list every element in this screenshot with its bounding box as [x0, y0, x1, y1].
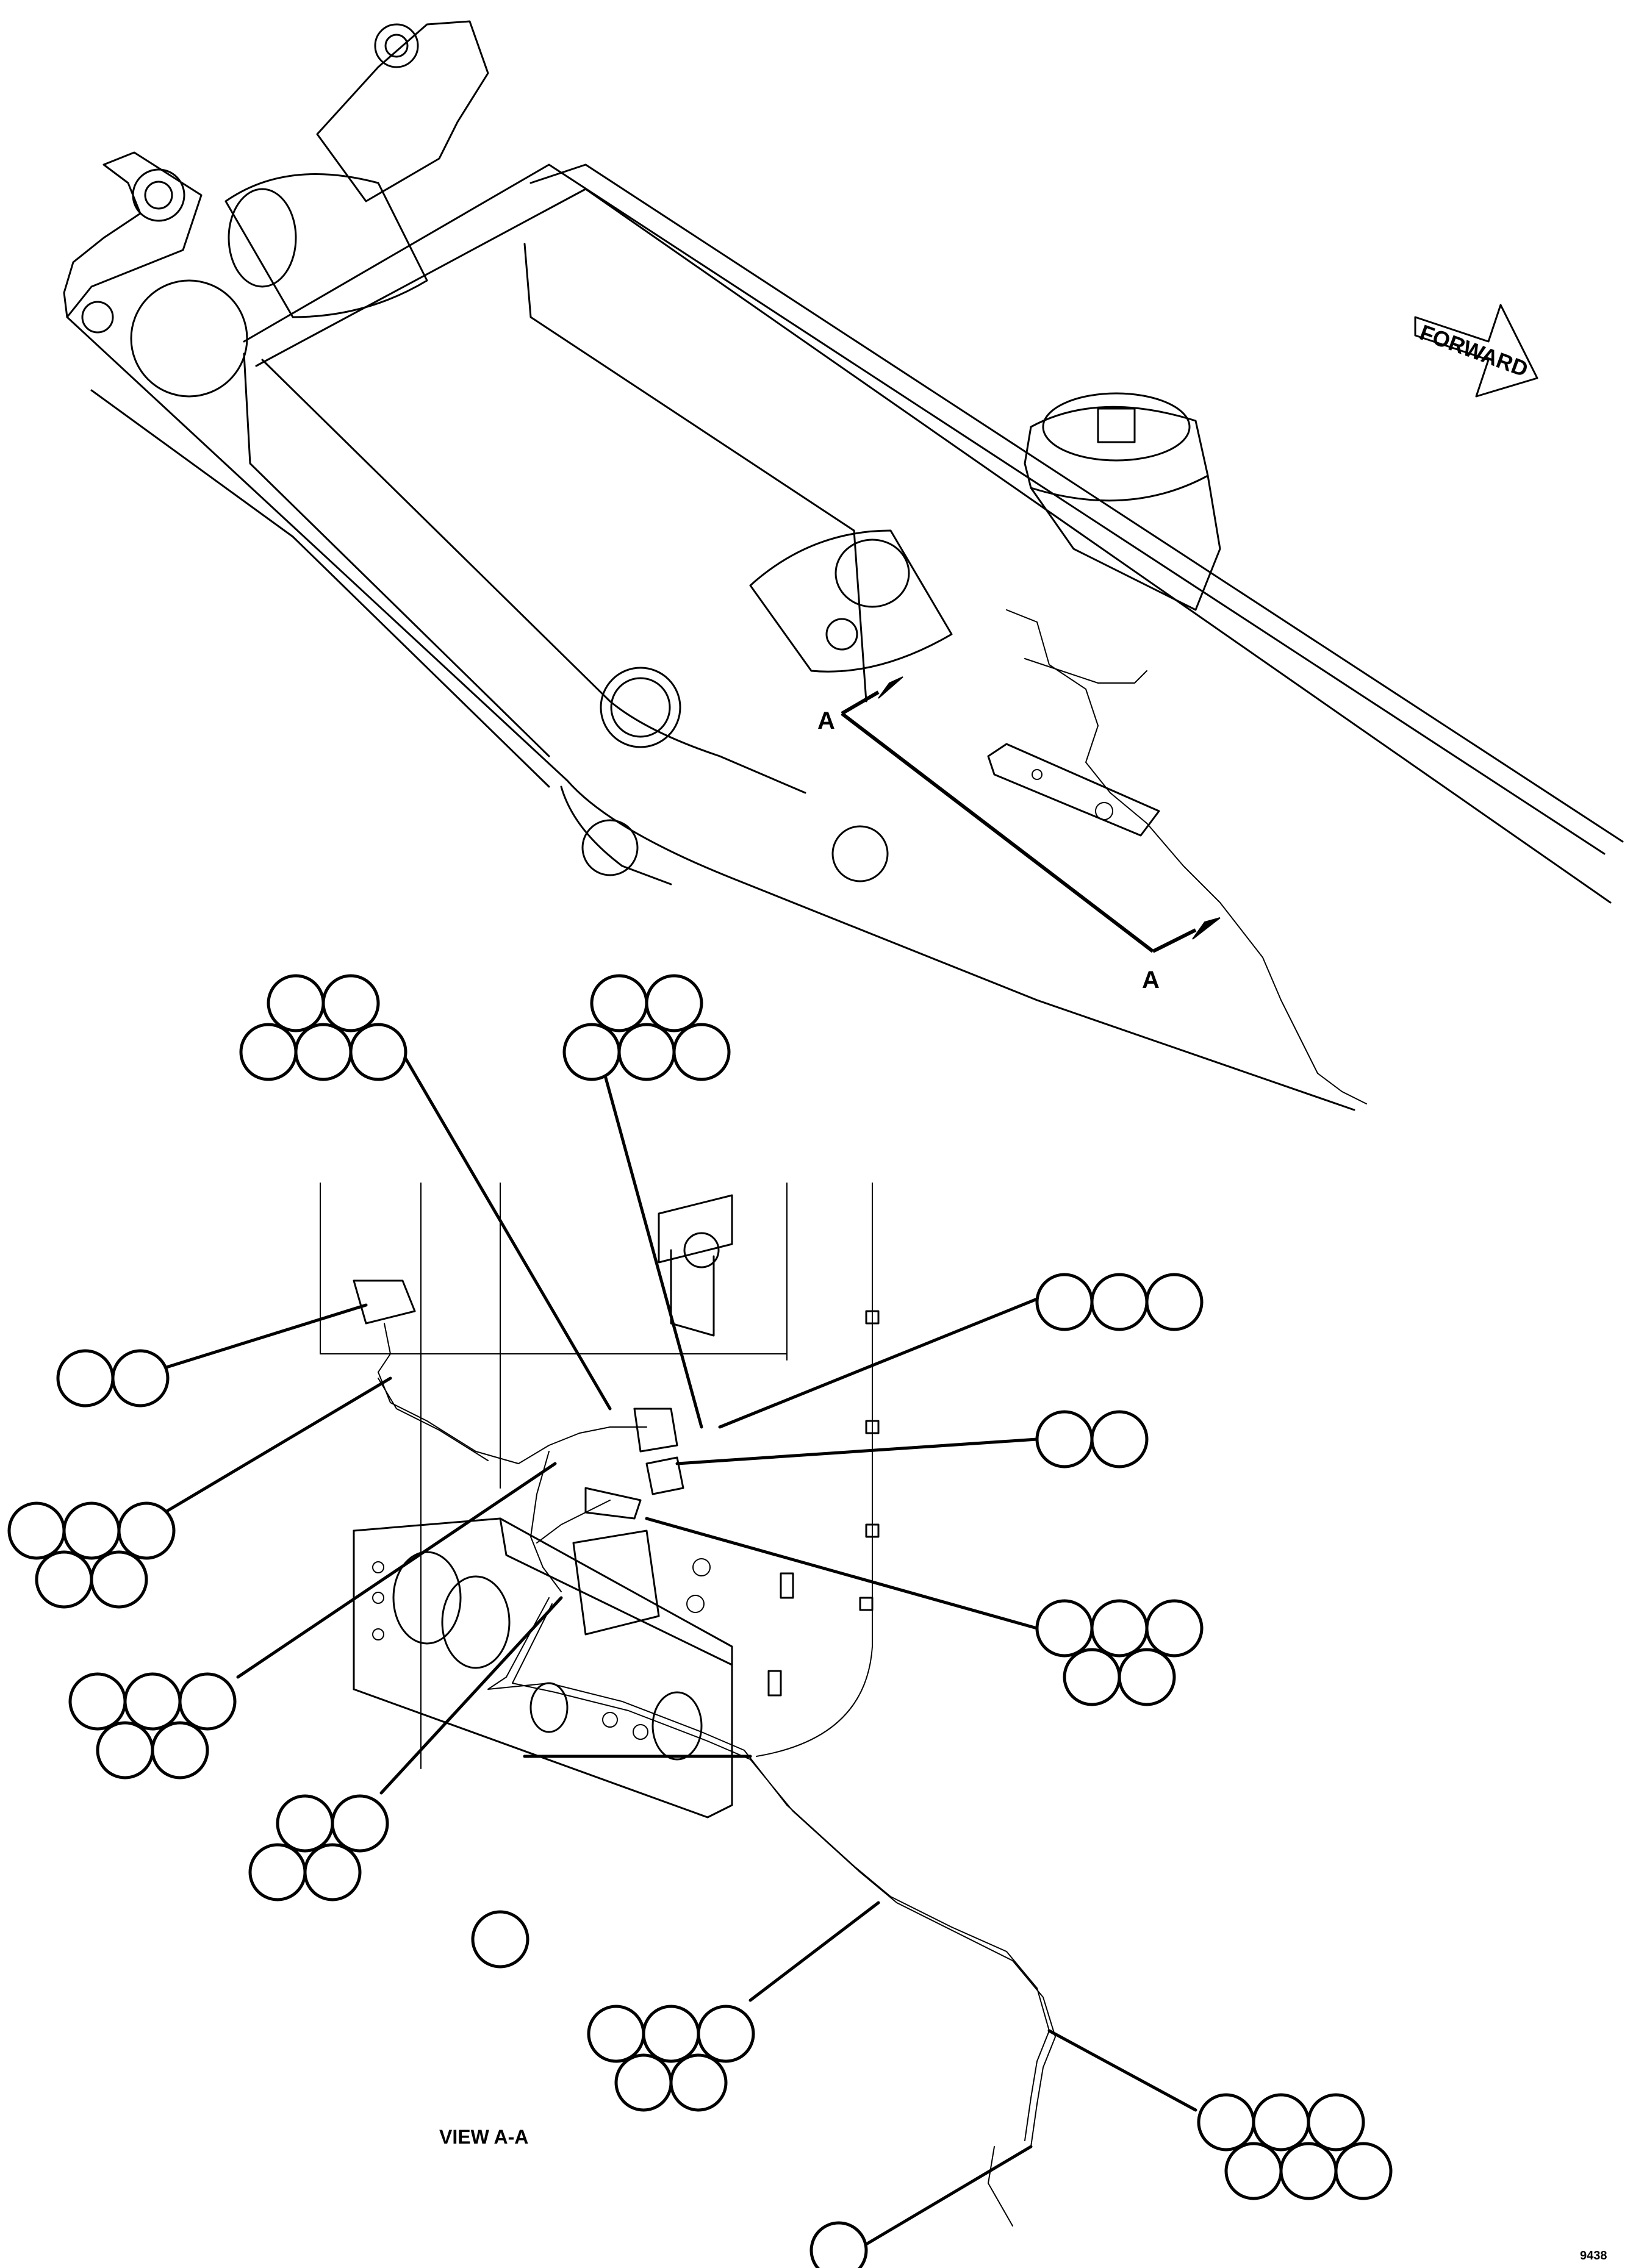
callout-single-2	[809, 2221, 868, 2268]
leader-lines	[129, 1041, 1197, 2246]
sheet-code: 9438	[1580, 2249, 1607, 2263]
section-line-a-a: A A	[817, 676, 1221, 993]
callout-left-3	[68, 1672, 237, 1780]
forward-arrow: FORWARD	[1414, 304, 1538, 398]
callout-left-2	[7, 1501, 176, 1609]
callout-right-2	[1035, 1410, 1149, 1468]
boom-assembly	[63, 20, 1624, 1111]
callout-bottom-right	[1197, 2093, 1393, 2200]
callout-bubbles	[7, 974, 1393, 2268]
section-arrow-head-start	[878, 676, 903, 699]
view-a-a-detail	[320, 1182, 1056, 2227]
section-arrow-head-end	[1192, 917, 1221, 940]
callout-left-1	[56, 1349, 170, 1408]
callout-top-left	[239, 974, 407, 1081]
callout-single-1	[471, 1910, 529, 1969]
callout-right-1	[1035, 1273, 1204, 1331]
callout-top-center	[562, 974, 731, 1081]
callout-left-4	[248, 1794, 389, 1901]
view-label: VIEW A-A	[439, 2126, 528, 2148]
section-label-end: A	[1142, 967, 1160, 993]
callout-bottom-center	[587, 2005, 755, 2112]
forward-label: FORWARD	[1416, 320, 1531, 382]
section-label-start: A	[817, 707, 835, 734]
callout-right-3	[1035, 1599, 1204, 1706]
